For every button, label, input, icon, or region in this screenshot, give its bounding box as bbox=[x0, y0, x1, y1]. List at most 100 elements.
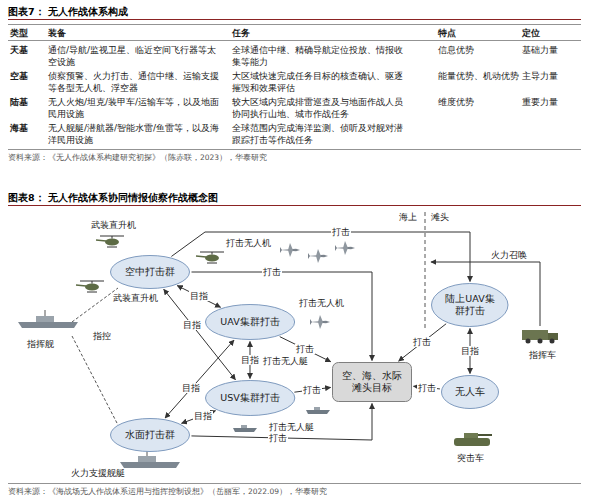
command-line bbox=[72, 336, 118, 425]
table-cell: 全球范围内完成海洋监测、侦听及对舰对潜跟踪打击等作战任务 bbox=[232, 122, 404, 146]
diagram-label: 武装直升机 bbox=[112, 293, 159, 303]
drone-icon bbox=[280, 243, 300, 257]
group-ellipse: 水面打击群 bbox=[110, 418, 190, 452]
node-text: 空、海、水际滩头目标 bbox=[341, 370, 403, 394]
table-rule bbox=[8, 24, 581, 25]
edge-label: 目指 bbox=[460, 346, 480, 356]
group-ellipse: UAV集群打击 bbox=[205, 304, 295, 340]
edge-label: 目指 bbox=[181, 383, 201, 393]
helicopter-icon bbox=[196, 252, 224, 263]
source-note: 资料来源：《海战场无人作战体系运用与指挥控制设想》（岳丽军，2022.09），华… bbox=[8, 487, 327, 497]
fire-call-line bbox=[431, 262, 540, 326]
table-cell: 较大区域内完成排雷巡查及与地面作战人员协同执行山地、城市作战任务 bbox=[232, 96, 404, 120]
node-text: 无人车 bbox=[455, 386, 485, 398]
drone-icon bbox=[310, 315, 330, 329]
row-type: 海基 bbox=[10, 122, 28, 134]
connector bbox=[171, 232, 470, 282]
diagram-label: 突击车 bbox=[456, 453, 485, 463]
table-header: 任务 bbox=[232, 27, 250, 39]
target-box: 空、海、水际滩头目标 bbox=[332, 362, 412, 402]
diagram-label: 火力支援舰艇 bbox=[70, 468, 126, 478]
helicopter-icon bbox=[76, 281, 104, 292]
node-text: 陆上UAV集群打击 bbox=[445, 293, 495, 317]
edge-label: 打击 bbox=[331, 227, 351, 237]
diagram-label: 火力召唤 bbox=[490, 250, 528, 260]
source-note: 资料来源：《无人作战体系构建研究初探》（陈赤联，2023），华泰研究 bbox=[8, 153, 267, 163]
ellipse-outline bbox=[111, 419, 190, 452]
table-cell: 重要力量 bbox=[522, 96, 558, 108]
group-ellipse: USV集群打击 bbox=[205, 380, 295, 416]
table-header: 特点 bbox=[438, 27, 456, 39]
diagram-label: 海上 bbox=[398, 212, 418, 222]
boat-icon bbox=[306, 407, 330, 414]
diagram-label: 打击无人艇 bbox=[268, 422, 315, 432]
diagram-label: 指挥车 bbox=[528, 350, 557, 360]
edge-label: 目指 bbox=[189, 291, 209, 301]
edge-label: 目指 bbox=[182, 320, 202, 330]
diagram-label: 武装直升机 bbox=[90, 220, 137, 230]
table-header: 定位 bbox=[522, 27, 540, 39]
edge-label: 打击 bbox=[302, 385, 322, 395]
connector bbox=[399, 324, 446, 361]
group-ellipse: 空中打击群 bbox=[110, 255, 190, 289]
table-cell: 能量优势、机动优势 bbox=[438, 70, 519, 82]
edge-label: 打击 bbox=[412, 337, 432, 347]
node-text: USV集群打击 bbox=[220, 392, 279, 404]
edge-label: 打击 bbox=[295, 344, 315, 354]
edge-label: 打击 bbox=[417, 383, 437, 393]
node-text: 水面打击群 bbox=[125, 429, 175, 441]
node-text: UAV集群打击 bbox=[220, 316, 279, 328]
row-type: 天基 bbox=[10, 44, 28, 56]
helicopter-icon bbox=[96, 236, 124, 247]
table-cell: 基础力量 bbox=[522, 44, 558, 56]
ellipse-outline bbox=[432, 284, 509, 327]
connector bbox=[192, 272, 373, 361]
diagram-label: 滩头 bbox=[430, 212, 450, 222]
truck-icon bbox=[522, 330, 558, 344]
table-cell: 无人舰艇/潜航器/智能水雷/鱼雷等，以及海洋民用设施 bbox=[48, 122, 220, 146]
ship-icon bbox=[18, 310, 78, 328]
diagram-label: 指控 bbox=[92, 331, 112, 341]
connector bbox=[177, 286, 220, 308]
tank-icon bbox=[454, 433, 492, 446]
edge-label: 打击 bbox=[268, 433, 288, 443]
rule-line bbox=[8, 205, 581, 206]
ellipse-outline bbox=[442, 376, 499, 409]
row-type: 陆基 bbox=[10, 96, 28, 108]
table-cell: 信息优势 bbox=[438, 44, 474, 56]
ship-icon bbox=[120, 450, 180, 468]
diagram-label: 打击无人艇 bbox=[262, 356, 309, 366]
table-cell: 主导力量 bbox=[522, 70, 558, 82]
figure-title: 图表7： 无人作战体系构成 bbox=[8, 6, 128, 18]
diagram-label: 指挥舰 bbox=[26, 339, 55, 349]
diagram-label: 打击无人机 bbox=[298, 298, 345, 308]
table-rule bbox=[8, 40, 581, 41]
table-header: 类型 bbox=[10, 27, 28, 39]
row-type: 空基 bbox=[10, 70, 28, 82]
rule-line bbox=[8, 483, 581, 484]
figure-title: 图表8： 无人作战体系协同情报侦察作战概念图 bbox=[8, 192, 218, 204]
group-ellipse: 陆上UAV集群打击 bbox=[431, 283, 509, 327]
divider-line bbox=[425, 212, 426, 330]
ellipse-outline bbox=[111, 256, 190, 289]
rule-line bbox=[8, 19, 581, 20]
table-cell: 维度优势 bbox=[438, 96, 474, 108]
ellipse-outline bbox=[205, 381, 294, 416]
edge-label: 目指 bbox=[193, 411, 213, 421]
boat-icon bbox=[233, 425, 257, 432]
node-text: 空中打击群 bbox=[125, 266, 175, 278]
connector bbox=[182, 411, 216, 424]
drone-icon bbox=[335, 241, 355, 255]
edge-label: 目指 bbox=[240, 355, 260, 365]
diagram-label: 打击无人机 bbox=[225, 238, 272, 248]
edge-label: 打击 bbox=[262, 267, 282, 277]
table-cell: 侦察预警、火力打击、通信中继、运输支援等各型无人机、浮空器 bbox=[48, 70, 220, 94]
table-cell: 全球通信中继、精确导航定位投放、情报收集等能力 bbox=[232, 44, 404, 68]
ellipse-outline bbox=[205, 305, 294, 340]
table-cell: 通信/导航/监视卫星、临近空间飞行器等太空设施 bbox=[48, 44, 220, 68]
table-cell: 大区域快速完成任务目标的核查确认、驱逐摧毁和效果评估 bbox=[232, 70, 404, 94]
group-ellipse: 无人车 bbox=[441, 375, 499, 409]
table-cell: 无人火炮/坦克/装甲车/运输车等，以及地面民用设施 bbox=[48, 96, 220, 120]
box-outline bbox=[333, 363, 412, 402]
